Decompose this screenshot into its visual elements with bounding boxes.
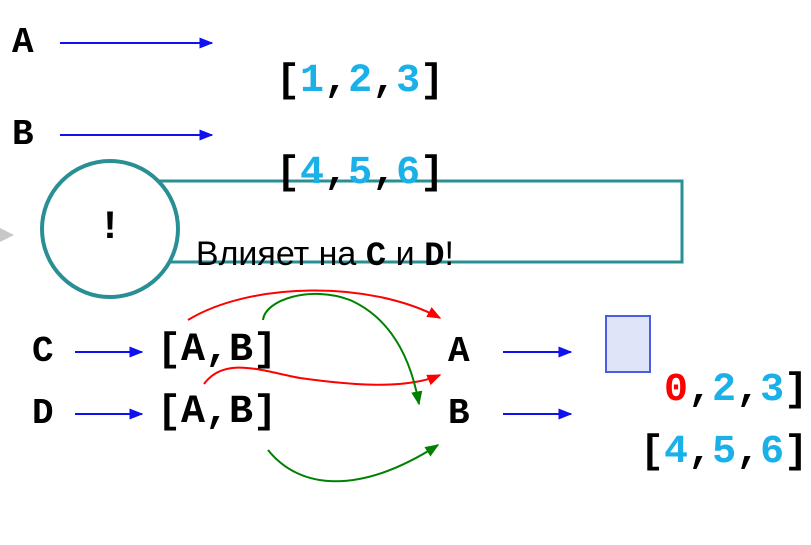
list-c-refs: [A,B] xyxy=(157,328,278,373)
var-d-label: D xyxy=(32,393,54,434)
list-b-bottom-comma-2: , xyxy=(736,430,761,475)
list-b-bottom-item-3: 6 xyxy=(760,430,785,475)
list-b-comma-1: , xyxy=(324,151,349,196)
list-b-comma-2: , xyxy=(372,151,397,196)
list-a-close: ] xyxy=(420,59,445,104)
list-a-modified-comma-2: , xyxy=(736,368,761,413)
callout-pointer-icon xyxy=(0,228,14,242)
list-b-item-1: 4 xyxy=(300,151,325,196)
red-arrow-d-to-a xyxy=(203,366,442,386)
var-b-label-bottom: B xyxy=(448,393,470,434)
list-b-bottom-comma-1: , xyxy=(688,430,713,475)
var-b-label: B xyxy=(12,114,34,155)
list-b-bottom-close: ] xyxy=(784,430,809,475)
list-b-bottom-open: [ xyxy=(640,430,665,475)
list-b-bottom-item-1: 4 xyxy=(664,430,689,475)
list-b-bottom: [4,5,6] xyxy=(592,393,808,473)
list-a-open: [ xyxy=(276,59,301,104)
callout-text-suffix: ! xyxy=(444,235,454,273)
list-a-modified-close: ] xyxy=(784,368,809,413)
list-a-modified-item-1: 0 xyxy=(664,368,689,413)
list-b-open: [ xyxy=(276,151,301,196)
list-a-item-1: 1 xyxy=(300,59,325,104)
callout-text-mid: и xyxy=(386,235,425,273)
var-c-label: C xyxy=(32,331,54,372)
list-a-modified-comma-1: , xyxy=(688,368,713,413)
list-a-modified-item-2: 2 xyxy=(712,368,737,413)
list-a-comma-2: , xyxy=(372,59,397,104)
modified-element-box xyxy=(605,315,651,373)
callout-box xyxy=(158,179,684,264)
list-a: [1,2,3] xyxy=(228,22,444,102)
list-b-item-3: 6 xyxy=(396,151,421,196)
callout-var-c: C xyxy=(365,238,387,276)
list-a-item-2: 2 xyxy=(348,59,373,104)
list-a-modified-item-3: 3 xyxy=(760,368,785,413)
callout-text: Влияет на C и D! xyxy=(177,203,454,274)
green-arrow-c-to-b xyxy=(262,292,423,406)
green-arrow-d-to-b xyxy=(267,444,440,483)
callout-text-prefix: Влияет на xyxy=(195,235,366,273)
red-arrow-c-to-a xyxy=(187,289,442,321)
list-a-modified: 0,2,3] xyxy=(616,331,808,411)
list-b-close: ] xyxy=(420,151,445,196)
var-a-label-bottom: A xyxy=(448,331,470,372)
list-a-comma-1: , xyxy=(324,59,349,104)
list-b: [4,5,6] xyxy=(228,114,444,194)
callout-circle xyxy=(40,159,180,299)
list-b-bottom-item-2: 5 xyxy=(712,430,737,475)
list-d-refs: [A,B] xyxy=(157,390,278,435)
callout-badge: ! xyxy=(98,206,123,251)
list-a-item-3: 3 xyxy=(396,59,421,104)
list-b-item-2: 5 xyxy=(348,151,373,196)
var-a-label: A xyxy=(12,22,34,63)
callout-var-d: D xyxy=(424,238,445,276)
